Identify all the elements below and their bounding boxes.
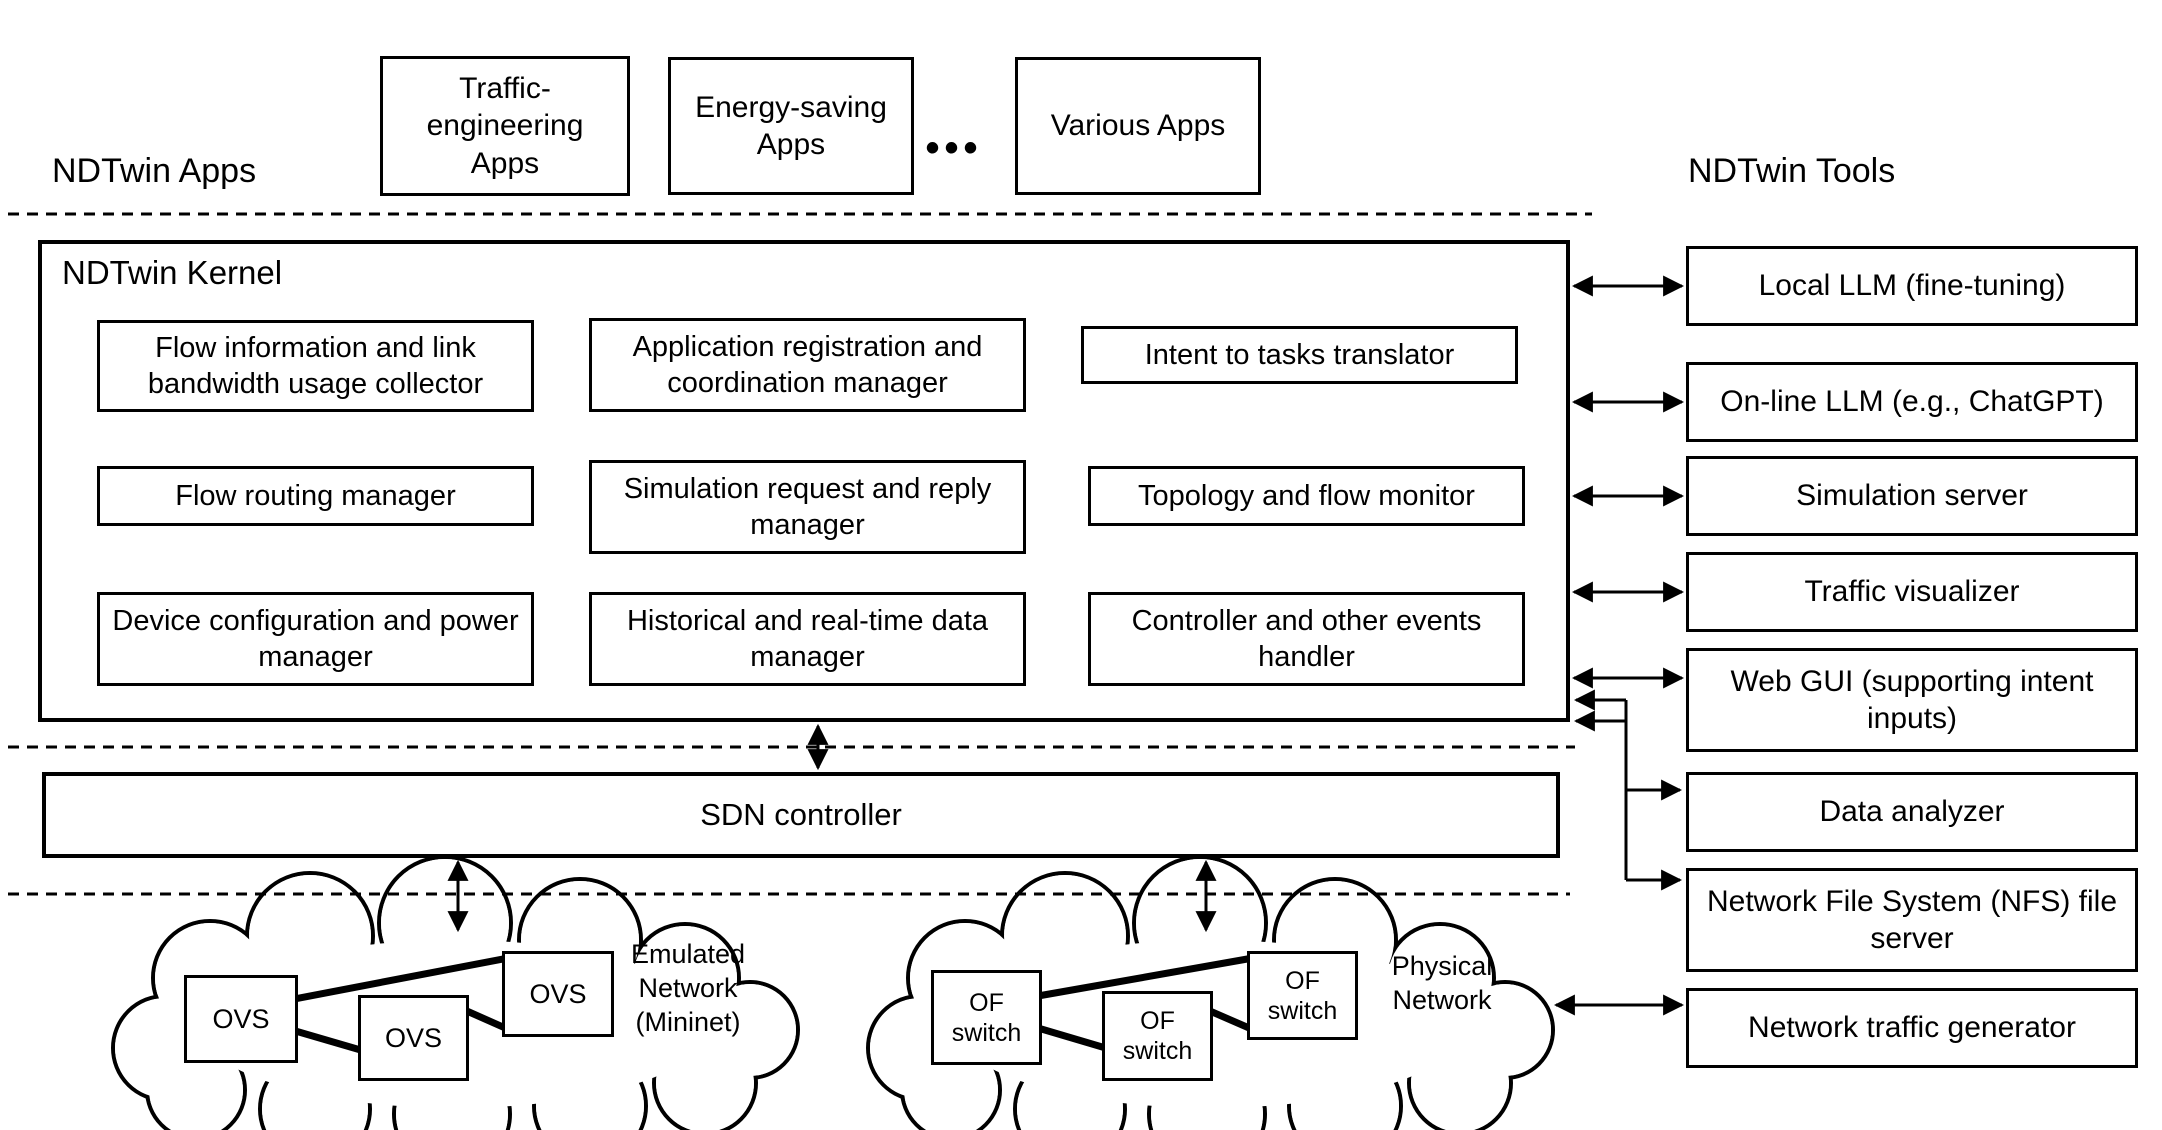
tool-network-traffic-generator: Network traffic generator [1686,988,2138,1068]
tool-data-analyzer: Data analyzer [1686,772,2138,852]
module-flow-information-collector: Flow information and link bandwidth usag… [97,320,534,412]
tool-simulation-server: Simulation server [1686,456,2138,536]
module-device-configuration-power-manager: Device configuration and power manager [97,592,534,686]
kernel-title: NDTwin Kernel [62,254,283,291]
apps-section-title: NDTwin Apps [52,152,257,190]
tool-nfs-file-server: Network File System (NFS) file server [1686,868,2138,972]
of-switch-node: OF switch [1102,991,1213,1081]
ovs-switch-node: OVS [502,951,614,1037]
tool-traffic-visualizer: Traffic visualizer [1686,552,2138,632]
app-box-traffic-engineering: Traffic-engineering Apps [380,56,630,196]
emulated-network-label: Emulated Network (Mininet) [630,939,746,1037]
tool-web-gui: Web GUI (supporting intent inputs) [1686,648,2138,752]
app-box-various: Various Apps [1015,57,1261,195]
sdn-controller-box: SDN controller [42,772,1560,858]
apps-ellipsis: ••• [925,125,983,170]
of-switch-node: OF switch [1247,951,1358,1040]
tool-online-llm: On-line LLM (e.g., ChatGPT) [1686,362,2138,442]
connector-kernel-data-analyzer-nfs [1573,689,1683,891]
physical-network-label: Physical Network [1391,951,1493,1015]
module-historical-realtime-data-manager: Historical and real-time data manager [589,592,1026,686]
module-topology-flow-monitor: Topology and flow monitor [1088,466,1525,526]
of-switch-node: OF switch [931,970,1042,1065]
tools-section-title: NDTwin Tools [1688,152,1896,190]
module-intent-to-tasks-translator: Intent to tasks translator [1081,326,1518,384]
module-application-registration-manager: Application registration and coordinatio… [589,318,1026,412]
tool-local-llm: Local LLM (fine-tuning) [1686,246,2138,326]
module-simulation-request-reply-manager: Simulation request and reply manager [589,460,1026,554]
module-flow-routing-manager: Flow routing manager [97,466,534,526]
ovs-switch-node: OVS [358,995,469,1081]
app-box-energy-saving: Energy-saving Apps [668,57,914,195]
module-controller-events-handler: Controller and other events handler [1088,592,1525,686]
ovs-switch-node: OVS [184,975,298,1063]
